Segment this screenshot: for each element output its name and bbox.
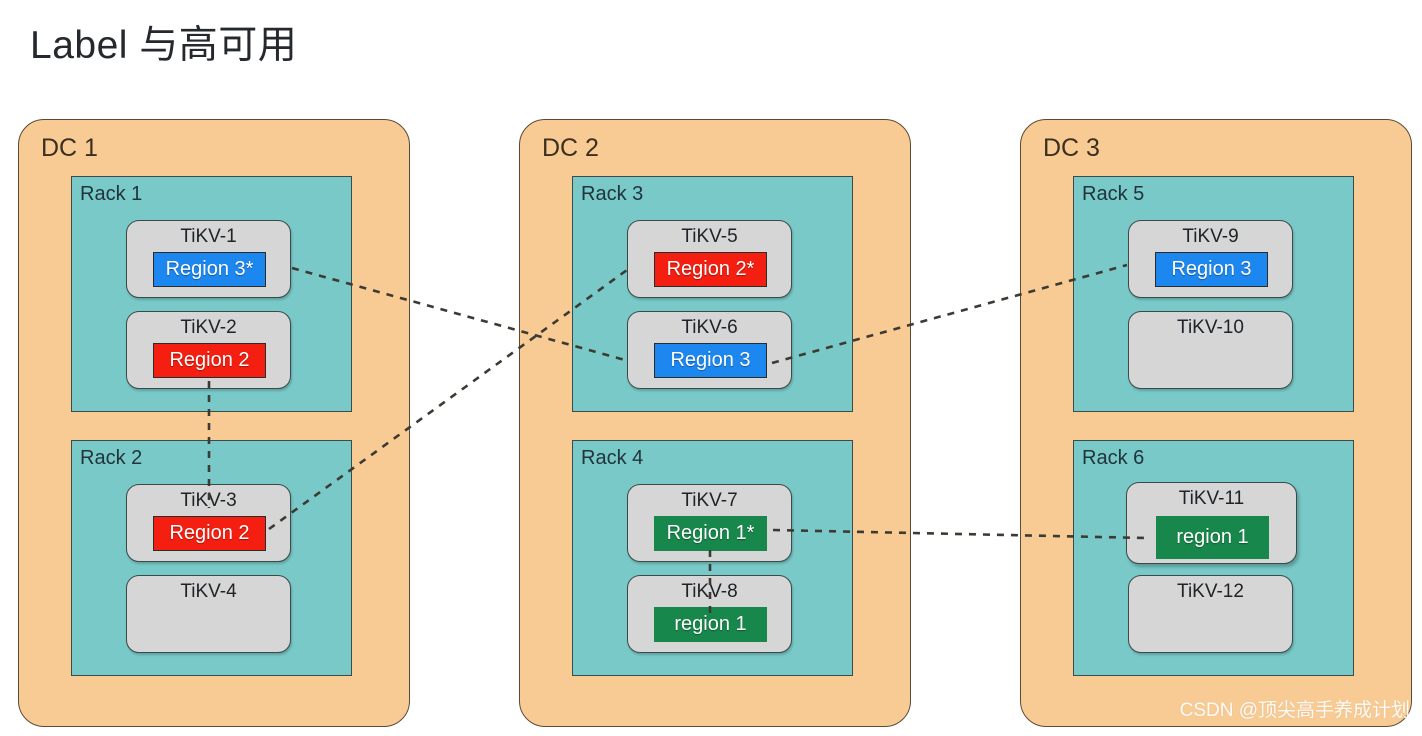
region-replica-badge[interactable]: Region 2 xyxy=(153,516,266,551)
tikv-node-tikv-3[interactable]: TiKV-3 Region 2 xyxy=(126,484,291,562)
tikv-node-tikv-5[interactable]: TiKV-5 Region 2* xyxy=(627,220,792,298)
rack-rack4[interactable]: Rack 4 TiKV-7 Region 1* TiKV-8 region 1 xyxy=(572,440,853,676)
tikv-node-label: TiKV-8 xyxy=(681,581,738,602)
tikv-node-label: TiKV-3 xyxy=(180,490,237,511)
tikv-node-label: TiKV-7 xyxy=(681,490,738,511)
rack-label: Rack 5 xyxy=(1082,183,1145,205)
rack-label: Rack 6 xyxy=(1082,447,1145,469)
region-replica-badge[interactable]: Region 3* xyxy=(153,252,266,287)
tikv-node-tikv-1[interactable]: TiKV-1 Region 3* xyxy=(126,220,291,298)
region-replica-badge[interactable]: region 1 xyxy=(1156,516,1269,559)
datacenter-label: DC 2 xyxy=(542,134,599,162)
datacenter-dc2[interactable]: DC 2 Rack 3 TiKV-5 Region 2* TiKV-6 Regi… xyxy=(519,119,911,727)
tikv-node-label: TiKV-9 xyxy=(1182,226,1239,247)
rack-rack3[interactable]: Rack 3 TiKV-5 Region 2* TiKV-6 Region 3 xyxy=(572,176,853,412)
region-replica-badge[interactable]: Region 2* xyxy=(654,252,767,287)
tikv-node-label: TiKV-5 xyxy=(681,226,738,247)
page-title: Label 与高可用 xyxy=(30,24,298,67)
tikv-node-label: TiKV-12 xyxy=(1177,581,1244,602)
tikv-node-tikv-4[interactable]: TiKV-4 xyxy=(126,575,291,653)
region-replica-badge[interactable]: region 1 xyxy=(654,607,767,642)
region-replica-badge[interactable]: Region 2 xyxy=(153,343,266,378)
tikv-node-tikv-11[interactable]: TiKV-11 region 1 xyxy=(1126,482,1297,564)
watermark: CSDN @顶尖高手养成计划 xyxy=(1179,700,1410,721)
tikv-node-label: TiKV-6 xyxy=(681,317,738,338)
tikv-node-tikv-12[interactable]: TiKV-12 xyxy=(1128,575,1293,653)
datacenter-label: DC 3 xyxy=(1043,134,1100,162)
tikv-node-label: TiKV-11 xyxy=(1178,488,1245,509)
tikv-node-label: TiKV-4 xyxy=(180,581,237,602)
tikv-node-tikv-9[interactable]: TiKV-9 Region 3 xyxy=(1128,220,1293,298)
datacenter-dc3[interactable]: DC 3 Rack 5 TiKV-9 Region 3 TiKV-10 Rack… xyxy=(1020,119,1412,727)
rack-rack2[interactable]: Rack 2 TiKV-3 Region 2 TiKV-4 xyxy=(71,440,352,676)
datacenter-label: DC 1 xyxy=(41,134,98,162)
tikv-node-label: TiKV-2 xyxy=(180,317,237,338)
rack-rack1[interactable]: Rack 1 TiKV-1 Region 3* TiKV-2 Region 2 xyxy=(71,176,352,412)
tikv-node-tikv-6[interactable]: TiKV-6 Region 3 xyxy=(627,311,792,389)
rack-rack6[interactable]: Rack 6 TiKV-11 region 1 TiKV-12 xyxy=(1073,440,1354,676)
rack-label: Rack 3 xyxy=(581,183,644,205)
region-replica-badge[interactable]: Region 3 xyxy=(1155,252,1268,287)
rack-label: Rack 2 xyxy=(80,447,143,469)
rack-label: Rack 1 xyxy=(80,183,143,205)
rack-label: Rack 4 xyxy=(581,447,644,469)
tikv-node-label: TiKV-10 xyxy=(1177,317,1244,338)
tikv-node-tikv-10[interactable]: TiKV-10 xyxy=(1128,311,1293,389)
tikv-node-label: TiKV-1 xyxy=(180,226,237,247)
datacenter-dc1[interactable]: DC 1 Rack 1 TiKV-1 Region 3* TiKV-2 Regi… xyxy=(18,119,410,727)
tikv-node-tikv-7[interactable]: TiKV-7 Region 1* xyxy=(627,484,792,562)
region-replica-badge[interactable]: Region 3 xyxy=(654,343,767,378)
region-replica-badge[interactable]: Region 1* xyxy=(654,516,767,551)
tikv-node-tikv-8[interactable]: TiKV-8 region 1 xyxy=(627,575,792,653)
tikv-node-tikv-2[interactable]: TiKV-2 Region 2 xyxy=(126,311,291,389)
rack-rack5[interactable]: Rack 5 TiKV-9 Region 3 TiKV-10 xyxy=(1073,176,1354,412)
